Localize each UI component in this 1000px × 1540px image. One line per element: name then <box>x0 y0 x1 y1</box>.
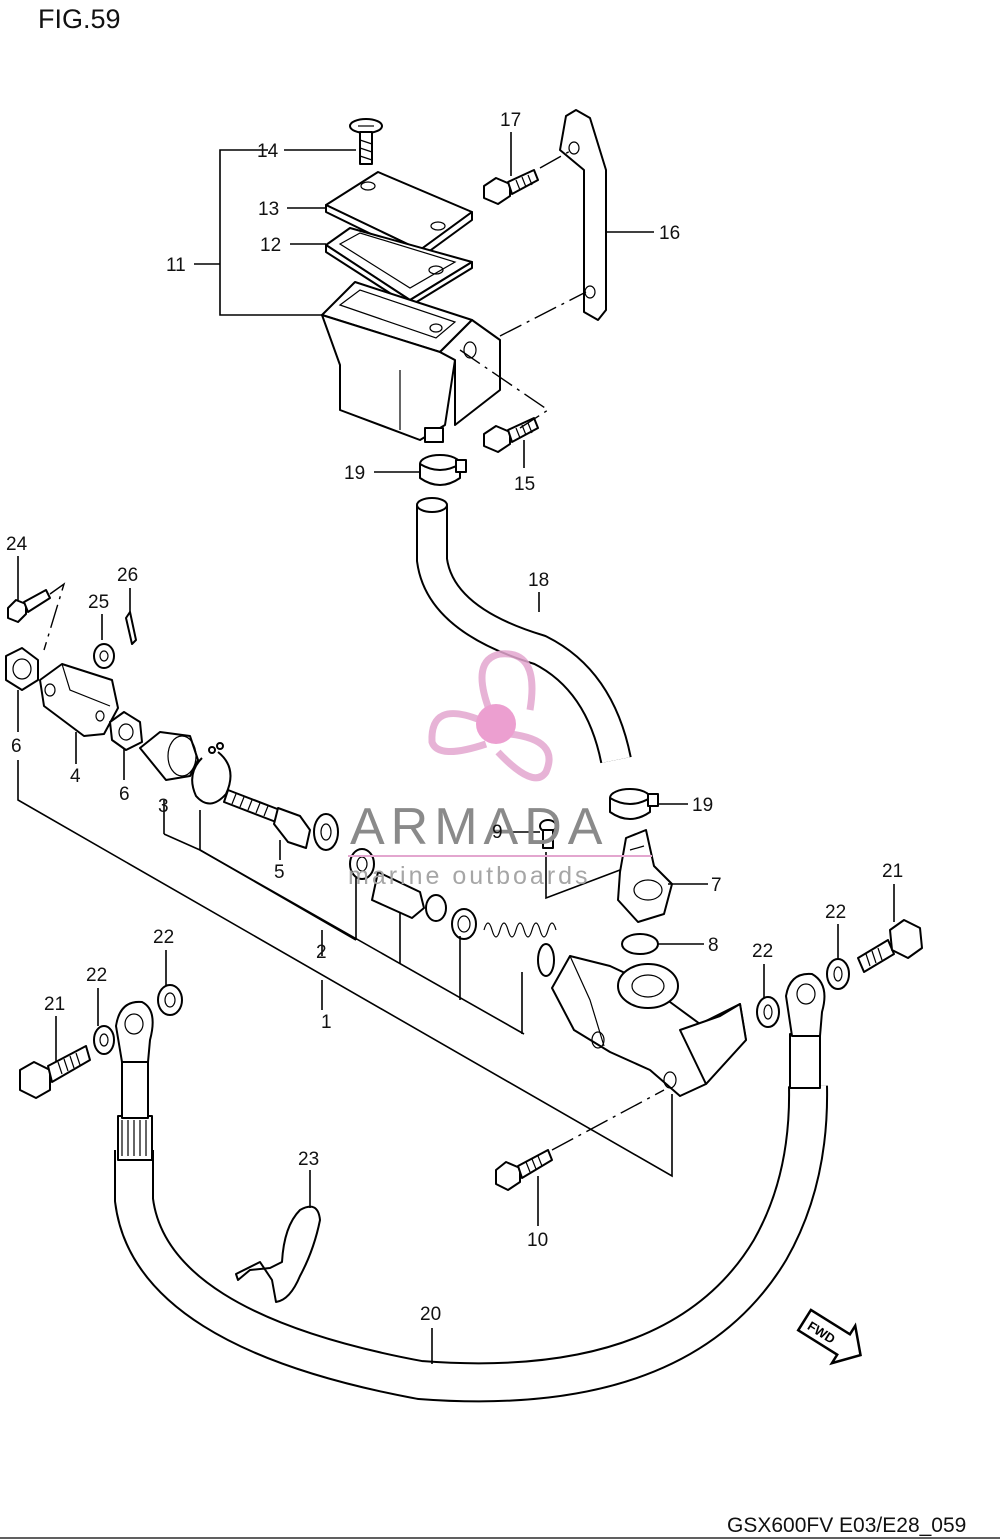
washer-22-right-b <box>826 958 850 990</box>
cup-seal <box>451 908 477 940</box>
callout-8: 8 <box>708 935 719 956</box>
callout-21-right: 21 <box>882 861 903 882</box>
callout-15: 15 <box>514 474 535 495</box>
callout-3: 3 <box>158 796 169 817</box>
callout-19-lower: 19 <box>692 795 713 816</box>
callout-labels: 1 2 3 4 5 6 6 7 8 9 10 11 12 13 14 15 16… <box>6 110 903 1325</box>
washer-22-left-a <box>93 1025 115 1055</box>
propeller-logo-icon <box>428 650 553 782</box>
nut-6-left <box>5 647 39 691</box>
clevis-4 <box>39 663 119 737</box>
hose-end-left <box>115 1000 154 1161</box>
bracket-2-ticks <box>199 849 523 1034</box>
reservoir-body-11 <box>321 281 501 443</box>
cotter-pin-26 <box>125 611 137 645</box>
callout-16: 16 <box>659 223 680 244</box>
callout-2: 2 <box>316 942 327 963</box>
callout-7: 7 <box>711 875 722 896</box>
callout-25: 25 <box>88 592 109 613</box>
callout-12: 12 <box>260 235 281 256</box>
callout-13: 13 <box>258 199 279 220</box>
callout-22-left-a: 22 <box>86 965 107 986</box>
washer-22-left-b <box>157 984 183 1016</box>
washer-22-right-a <box>756 996 780 1028</box>
assembly-lines-reservoir <box>459 149 587 429</box>
footer-code: GSX600FV E03/E28_059 <box>727 1514 966 1537</box>
fitting-7 <box>617 829 673 923</box>
banjo-bolt-21-left <box>19 1045 91 1099</box>
pushrod-group <box>5 556 339 860</box>
spring <box>483 922 557 977</box>
pushrod-5 <box>223 789 339 851</box>
callout-14: 14 <box>257 141 279 162</box>
cylinder-body-1 <box>551 955 747 1097</box>
bolt-15 <box>483 417 539 453</box>
callout-17: 17 <box>500 110 521 131</box>
clamp-19-lower <box>609 788 659 820</box>
piston <box>371 871 447 922</box>
callout-20: 20 <box>420 1304 441 1325</box>
callout-10: 10 <box>527 1230 548 1251</box>
callout-19-upper: 19 <box>344 463 365 484</box>
hose-18-end <box>416 497 448 513</box>
callout-22-left-b: 22 <box>153 927 174 948</box>
washer-25 <box>93 643 115 669</box>
callout-1: 1 <box>321 1012 332 1033</box>
master-cylinder-group <box>17 760 747 1226</box>
callout-23: 23 <box>298 1149 319 1170</box>
callout-11: 11 <box>166 255 186 276</box>
callout-26: 26 <box>117 565 138 586</box>
callout-18: 18 <box>528 570 549 591</box>
screw-14 <box>349 118 383 165</box>
hose-18-body <box>418 505 630 763</box>
bracket-1 <box>17 760 673 1178</box>
clip-23 <box>235 1205 321 1303</box>
clamp-19-upper <box>419 454 467 486</box>
figure-title: FIG.59 <box>38 4 121 34</box>
hose-end-right <box>785 972 826 1089</box>
callout-6-right: 6 <box>119 784 130 805</box>
callout-9: 9 <box>492 822 503 843</box>
bracket-16 <box>559 109 607 321</box>
pin-24 <box>7 589 51 623</box>
callout-6-left: 6 <box>11 736 22 757</box>
watermark: ARMADA marine outboards <box>348 650 652 890</box>
circlip-3 <box>191 742 232 805</box>
oring-8 <box>621 933 659 955</box>
callout-4: 4 <box>70 766 81 787</box>
callout-5: 5 <box>274 862 285 883</box>
bracket-2-line <box>199 849 525 1035</box>
bracket-3 <box>163 810 201 852</box>
hose-18-group <box>374 454 688 820</box>
reservoir-group <box>194 109 654 468</box>
nut-6-right <box>109 711 143 751</box>
watermark-tagline: marine outboards <box>348 862 591 890</box>
assembly-line-10 <box>551 1089 665 1151</box>
callout-22-right-a: 22 <box>752 941 773 962</box>
bracket-11 <box>219 149 325 316</box>
banjo-bolt-21-right <box>857 919 923 973</box>
hose-20-group <box>19 884 923 1403</box>
boot-3 <box>139 731 199 781</box>
bolt-17 <box>483 169 539 205</box>
callout-21-left: 21 <box>44 994 65 1015</box>
callout-22-right-b: 22 <box>825 902 846 923</box>
hose-20-body <box>116 1085 827 1401</box>
bolt-10 <box>495 1149 553 1191</box>
watermark-brand: ARMADA <box>350 798 608 856</box>
bracket-7-9 <box>545 852 621 900</box>
fwd-arrow-icon: FWD <box>796 1308 862 1366</box>
assembly-line-24 <box>43 582 66 651</box>
callout-24: 24 <box>6 534 28 555</box>
screw-9 <box>539 819 557 849</box>
